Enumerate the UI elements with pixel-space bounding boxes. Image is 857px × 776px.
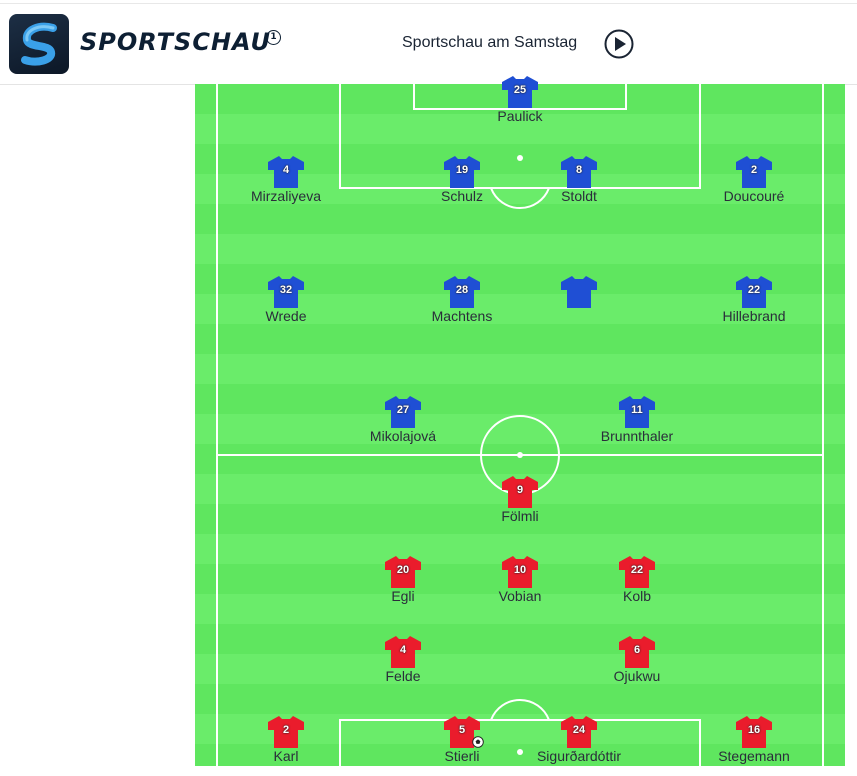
player-kolb[interactable]: 22 Kolb xyxy=(577,556,697,616)
shirt-number: 25 xyxy=(513,84,527,96)
player-paulick[interactable]: 25 Paulick xyxy=(460,76,580,136)
shirt-number: 2 xyxy=(282,724,290,736)
player-name: Stoldt xyxy=(561,188,597,204)
player-hillebrand[interactable]: 22 Hillebrand xyxy=(694,276,814,336)
shirt-icon xyxy=(444,276,480,308)
shirt-number: 16 xyxy=(747,724,761,736)
shirt-number: 20 xyxy=(396,564,410,576)
player-sigurdardottir[interactable]: 24 Sigurðardóttir xyxy=(519,716,639,776)
show-link[interactable]: Sportschau am Samstag xyxy=(402,34,578,51)
player-name: Machtens xyxy=(431,308,493,324)
lineup-pitch xyxy=(195,84,845,766)
shirt-number: 10 xyxy=(513,564,527,576)
player-name: Stierli xyxy=(444,748,480,764)
shirt-number: 11 xyxy=(631,404,643,416)
player-vobian[interactable]: 10 Vobian xyxy=(460,556,580,616)
shirt-number: 27 xyxy=(396,404,410,416)
player-stoldt[interactable]: 8 Stoldt xyxy=(519,156,639,216)
player-name: Sigurðardóttir xyxy=(536,748,622,764)
shirt-icon xyxy=(736,276,772,308)
player-name: Doucouré xyxy=(723,188,785,204)
play-icon[interactable] xyxy=(604,29,634,59)
player-name: Stegemann xyxy=(718,748,790,764)
player-karl[interactable]: 2 Karl xyxy=(226,716,346,776)
shirt-number: 28 xyxy=(455,284,469,296)
player-brunnthaler[interactable]: 11 Brunnthaler xyxy=(577,396,697,456)
player-name: Kolb xyxy=(622,588,652,604)
shirt-number: 2 xyxy=(750,164,758,176)
player-schulz[interactable]: 19 Schulz xyxy=(402,156,522,216)
header-divider xyxy=(0,3,857,4)
football-icon xyxy=(472,736,484,748)
pitch-markings xyxy=(216,84,824,766)
player-name: Paulick xyxy=(497,108,543,124)
player-ojukwu[interactable]: 6 Ojukwu xyxy=(577,636,697,696)
shirt-number: 9 xyxy=(516,484,524,496)
shirt-icon xyxy=(268,276,304,308)
shirt-number: 22 xyxy=(747,284,761,296)
shirt-icon xyxy=(444,716,480,748)
shirt-icon xyxy=(385,396,421,428)
player-folmli[interactable]: 9 Fölmli xyxy=(460,476,580,536)
player-stierli[interactable]: 5 Stierli xyxy=(402,716,522,776)
player-mirzaliyeva[interactable]: 4 Mirzaliyeva xyxy=(226,156,346,216)
player-name: Hillebrand xyxy=(722,308,786,324)
player-wrede[interactable]: 32 Wrede xyxy=(226,276,346,336)
shirt-icon xyxy=(268,156,304,188)
shirt-icon xyxy=(561,716,597,748)
shirt-number: 5 xyxy=(458,724,466,736)
player-name: Fölmli xyxy=(501,508,539,524)
shirt-number: 32 xyxy=(279,284,293,296)
player-machtens[interactable]: 28 Machtens xyxy=(402,276,522,336)
brand-wordmark[interactable]: SPORTSCHAU xyxy=(80,28,272,56)
shirt-icon xyxy=(619,556,655,588)
player-name: Wrede xyxy=(265,308,307,324)
shirt-icon xyxy=(561,276,597,308)
player-mikolajova[interactable]: 27 Mikolajová xyxy=(343,396,463,456)
player-name: Mirzaliyeva xyxy=(250,188,321,204)
shirt-number: 22 xyxy=(630,564,644,576)
shirt-icon xyxy=(502,76,538,108)
site-header: SPORTSCHAU 1 Sportschau am Samstag xyxy=(0,0,857,85)
player-stegemann[interactable]: 16 Stegemann xyxy=(694,716,814,776)
player-name: Ojukwu xyxy=(613,668,661,684)
shirt-icon xyxy=(385,556,421,588)
shirt-icon xyxy=(736,156,772,188)
shirt-icon xyxy=(502,476,538,508)
player-egli[interactable]: 20 Egli xyxy=(343,556,463,616)
shirt-number: 6 xyxy=(633,644,641,656)
player-name: Felde xyxy=(385,668,421,684)
shirt-icon xyxy=(502,556,538,588)
player-unlabeled[interactable] xyxy=(519,276,639,336)
shirt-number: 4 xyxy=(282,164,290,176)
player-name: Egli xyxy=(391,588,415,604)
shirt-number: 8 xyxy=(575,164,583,176)
player-doucoure[interactable]: 2 Doucouré xyxy=(694,156,814,216)
shirt-number: 19 xyxy=(455,164,469,176)
shirt-number: 4 xyxy=(399,644,407,656)
brand-mark: 1 xyxy=(266,30,281,45)
player-felde[interactable]: 4 Felde xyxy=(343,636,463,696)
shirt-icon xyxy=(268,716,304,748)
shirt-number: 24 xyxy=(572,724,586,736)
player-name: Schulz xyxy=(440,188,484,204)
player-name: Vobian xyxy=(498,588,542,604)
shirt-icon xyxy=(444,156,480,188)
shirt-icon xyxy=(619,636,655,668)
player-name: Mikolajová xyxy=(369,428,437,444)
shirt-icon xyxy=(736,716,772,748)
player-name: Karl xyxy=(273,748,299,764)
shirt-icon xyxy=(619,396,655,428)
sportschau-logo-icon[interactable] xyxy=(9,14,69,74)
shirt-icon xyxy=(385,636,421,668)
shirt-icon xyxy=(561,156,597,188)
player-name: Brunnthaler xyxy=(600,428,674,444)
